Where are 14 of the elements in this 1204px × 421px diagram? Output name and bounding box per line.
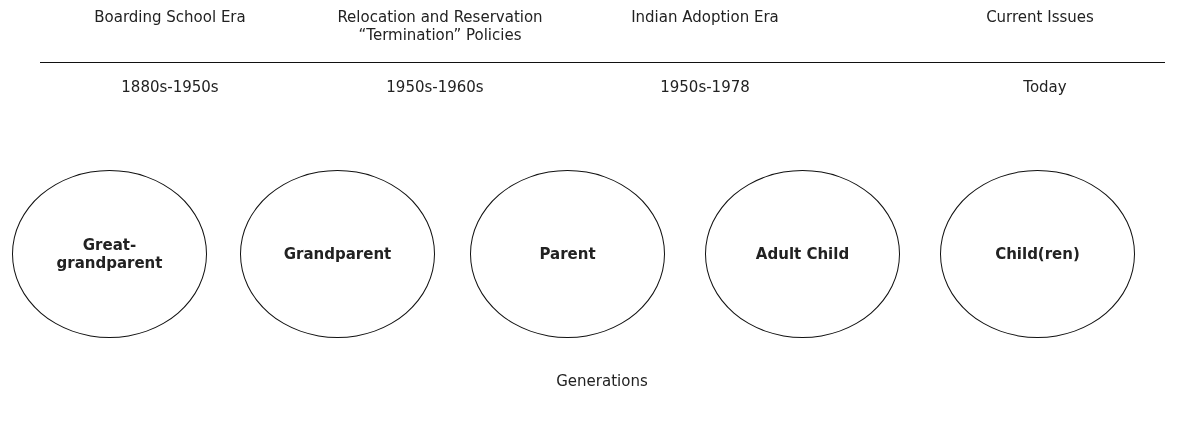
date-range: 1950s-1978: [659, 78, 751, 96]
generation-label: Parent: [538, 245, 597, 263]
era-heading: Relocation and Reservation “Termination” Policies: [336, 8, 544, 44]
date-range: Today: [1022, 78, 1068, 96]
date-range: 1880s-1950s: [120, 78, 220, 96]
generation-label: Great-grandparent: [55, 236, 164, 272]
caption: Generations: [556, 372, 648, 390]
era-heading: Indian Adoption Era: [630, 8, 780, 26]
date-range: 1950s-1960s: [385, 78, 485, 96]
era-heading: Current Issues: [985, 8, 1095, 26]
generation-label: Child(ren): [994, 245, 1081, 263]
generation-label: Grandparent: [282, 245, 393, 263]
era-heading: Boarding School Era: [93, 8, 247, 26]
generation-label: Adult Child: [754, 245, 851, 263]
